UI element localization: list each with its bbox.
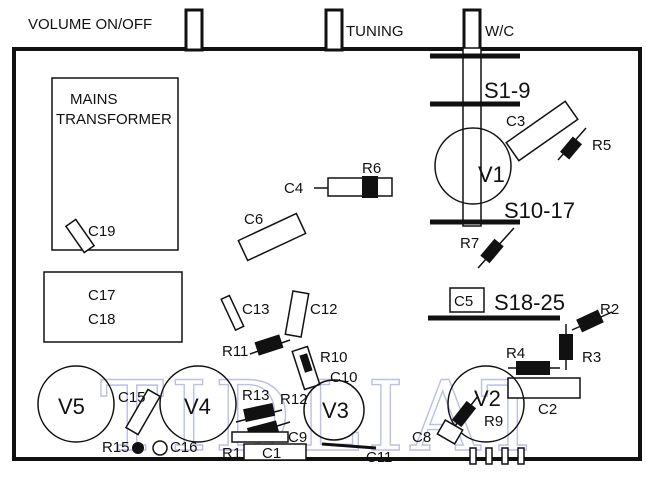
resistor-r10: [299, 353, 313, 373]
c19-label: C19: [88, 223, 116, 240]
capacitor-c13: [220, 294, 245, 332]
resistor-r3: [559, 334, 573, 360]
resistor-r2: [576, 309, 604, 333]
s10-17-label: S10-17: [504, 198, 575, 223]
r2-label: R2: [600, 301, 619, 318]
c5-label: C5: [454, 293, 473, 310]
r3-label: R3: [582, 349, 601, 366]
valve-v3: [303, 379, 365, 441]
resistor-r4: [516, 361, 550, 375]
r13-label: R13: [242, 387, 270, 404]
r15-label: R15: [102, 439, 130, 456]
volume-shaft: [184, 8, 204, 52]
tuning-shaft: [324, 8, 344, 52]
r6-label: R6: [362, 160, 381, 177]
r7-label: R7: [460, 235, 479, 252]
capacitor-c2: [507, 377, 581, 399]
s1-9-label: S1-9: [484, 78, 530, 103]
capacitor-c19: [64, 218, 96, 254]
r12-label: R12: [280, 391, 308, 408]
capacitor-c3: [505, 100, 579, 162]
valve-v1: [434, 127, 512, 205]
capacitor-c12: [284, 290, 310, 338]
c8-label: C8: [412, 429, 431, 446]
resistor-r13: [243, 403, 276, 422]
capacitor-block-c17-c18: [43, 271, 183, 343]
capacitor-c6: [237, 212, 307, 262]
capacitor-c15: [124, 388, 162, 436]
capacitor-c16: [152, 440, 168, 456]
resistor-r15: [132, 442, 144, 454]
c4-label: C4: [284, 180, 303, 197]
c13-label: C13: [242, 301, 270, 318]
volume-label: VOLUME ON/OFF: [28, 16, 152, 33]
transformer-label-2: TRANSFORMER: [56, 111, 172, 128]
c18-label: C18: [88, 311, 116, 328]
capacitor-c1: [243, 443, 307, 461]
resistor-r11: [254, 334, 284, 356]
v4-label: V4: [184, 394, 211, 419]
s18-25-label: S18-25: [494, 290, 565, 315]
c6-label: C6: [244, 211, 263, 228]
c10-label: C10: [330, 369, 358, 386]
resistor-r7: [480, 238, 504, 264]
resistor-r5: [559, 136, 583, 160]
capacitor-c5: [449, 287, 485, 313]
wave-change-shaft: [462, 47, 482, 227]
c3-label: C3: [506, 113, 525, 130]
r10-label: R10: [320, 349, 348, 366]
v3-label: V3: [322, 398, 349, 423]
resistor-r9: [451, 400, 477, 428]
tuning-label: TUNING: [346, 23, 404, 40]
c16-label: C16: [170, 439, 198, 456]
c17-label: C17: [88, 287, 116, 304]
capacitor-c9: [231, 431, 289, 443]
r5-label: R5: [592, 137, 611, 154]
c1-label: C1: [262, 445, 281, 462]
transformer-label-1: MAINS: [70, 91, 118, 108]
capacitor-c4: [327, 177, 393, 197]
capacitor-c8: [436, 419, 464, 445]
r11-label: R11: [222, 343, 248, 360]
r4-label: R4: [506, 345, 525, 362]
v5-label: V5: [58, 394, 85, 419]
r1-label: R1: [222, 445, 241, 462]
c12-label: C12: [310, 301, 338, 318]
wc-shaft: [462, 8, 482, 52]
mains-transformer: [51, 77, 179, 251]
wc-label: W/C: [485, 23, 514, 40]
valve-v2: [447, 365, 525, 443]
c9-label: C9: [288, 429, 307, 446]
v1-label: V1: [478, 162, 505, 187]
v2-label: V2: [474, 386, 501, 411]
valve-v5: [37, 365, 115, 443]
c15-label: C15: [118, 389, 146, 406]
r9-label: R9: [484, 413, 503, 430]
capacitor-c11: [321, 442, 377, 450]
output-terminals: [469, 447, 525, 465]
resistor-r6: [362, 176, 378, 198]
valve-v4: [159, 365, 237, 443]
c11-label: C11: [366, 449, 392, 466]
c2-label: C2: [538, 401, 557, 418]
